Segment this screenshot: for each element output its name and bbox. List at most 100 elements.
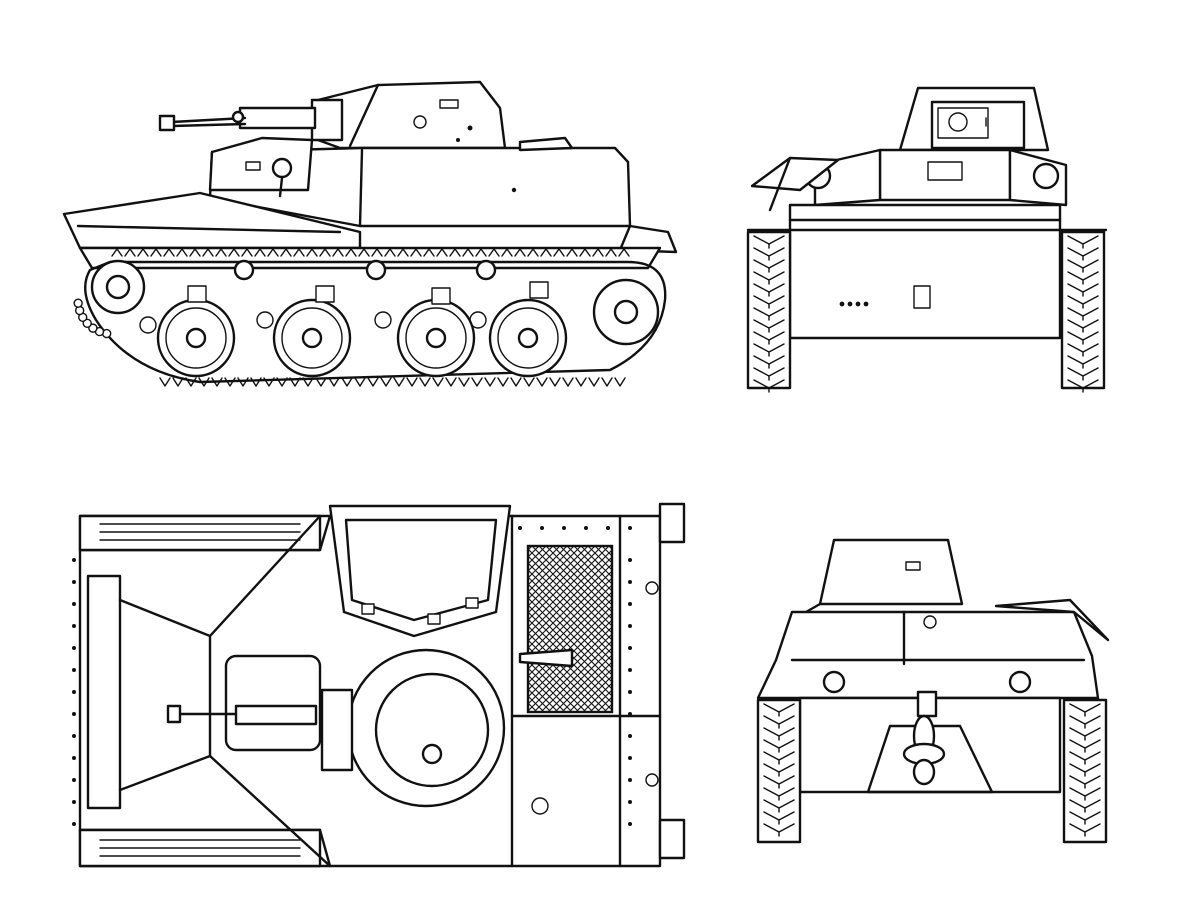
- turret: [238, 80, 507, 150]
- bolt: [855, 301, 861, 307]
- track-link: [601, 377, 613, 387]
- track-link: [137, 248, 149, 257]
- track-link: [111, 248, 123, 257]
- rivet: [628, 602, 632, 606]
- track-link: [523, 377, 535, 387]
- engine-deck: [510, 514, 662, 868]
- bow-plates: [86, 514, 332, 868]
- rivet: [72, 778, 76, 782]
- rivet: [628, 690, 632, 694]
- rivet: [72, 690, 76, 694]
- track-link: [540, 248, 552, 257]
- drive-sprocket: [90, 259, 146, 315]
- rear-view: [756, 538, 1110, 844]
- track-link: [250, 377, 262, 387]
- track-link: [458, 377, 470, 387]
- rivet: [72, 580, 76, 584]
- rivet: [72, 646, 76, 650]
- road-wheel-hub: [425, 327, 447, 349]
- track-link: [549, 377, 561, 387]
- rivet: [72, 756, 76, 760]
- track-link: [332, 248, 344, 257]
- return-rollers: [233, 259, 497, 281]
- track-link: [423, 248, 435, 257]
- track-link: [397, 248, 409, 257]
- track-link: [267, 248, 279, 257]
- track-link: [150, 248, 162, 257]
- track-link: [436, 248, 448, 257]
- track-link: [371, 248, 383, 257]
- track-link: [410, 248, 422, 257]
- track-link: [592, 248, 604, 257]
- rivet: [72, 668, 76, 672]
- track-link: [328, 377, 340, 387]
- track-link: [345, 248, 357, 257]
- track-link: [198, 377, 210, 387]
- turret-ring: [224, 648, 506, 808]
- rivet: [628, 668, 632, 672]
- track-link: [618, 248, 630, 257]
- track-link: [579, 248, 591, 257]
- rivet: [72, 712, 76, 716]
- rear-track-left: [756, 698, 802, 844]
- track-link: [315, 377, 327, 387]
- rivet: [72, 558, 76, 562]
- track-link: [341, 377, 353, 387]
- track-link: [358, 248, 370, 257]
- track-link: [163, 248, 175, 257]
- track-link: [475, 248, 487, 257]
- front-turret: [898, 86, 1050, 152]
- track-link: [176, 248, 188, 257]
- front-view: [746, 86, 1108, 393]
- top-gun: [166, 704, 318, 726]
- track-link: [536, 377, 548, 387]
- track-link: [393, 377, 405, 387]
- track-link: [172, 377, 184, 387]
- side-view: [62, 80, 678, 387]
- track-link: [575, 377, 587, 387]
- track-link: [605, 248, 617, 257]
- track-link: [484, 377, 496, 387]
- track-link: [185, 377, 197, 387]
- track-link: [159, 377, 171, 387]
- road-wheel-hub: [517, 327, 539, 349]
- hull-upper: [208, 136, 632, 228]
- rear-hull-upper: [756, 598, 1110, 700]
- front-track-right: [1060, 230, 1106, 393]
- rivet: [72, 624, 76, 628]
- track-link: [406, 377, 418, 387]
- track-link: [224, 377, 236, 387]
- rivet: [628, 580, 632, 584]
- rivet: [628, 624, 632, 628]
- propeller: [902, 690, 946, 786]
- track-link: [488, 248, 500, 257]
- track-link: [319, 248, 331, 257]
- rear-track-right: [1062, 698, 1108, 844]
- track-link: [462, 248, 474, 257]
- track-link: [289, 377, 301, 387]
- road-wheel-rim: [165, 307, 227, 369]
- rivet: [628, 558, 632, 562]
- front-track-left: [746, 230, 792, 393]
- track-link: [614, 377, 626, 387]
- rivet: [628, 646, 632, 650]
- road-wheel-rim: [497, 307, 559, 369]
- return-roller: [233, 259, 255, 281]
- rivet: [628, 778, 632, 782]
- bolt: [839, 301, 845, 307]
- rivet: [628, 712, 632, 716]
- track-link: [566, 248, 578, 257]
- rivet: [628, 800, 632, 804]
- track-link: [211, 377, 223, 387]
- track-link: [562, 377, 574, 387]
- hull-bow: [62, 191, 678, 254]
- rivet: [584, 526, 588, 530]
- track-link: [215, 248, 227, 257]
- rivet: [72, 822, 76, 826]
- track-link: [380, 377, 392, 387]
- return-roller: [365, 259, 387, 281]
- main-gun: [158, 110, 247, 132]
- top-view: [72, 502, 686, 868]
- track-link: [367, 377, 379, 387]
